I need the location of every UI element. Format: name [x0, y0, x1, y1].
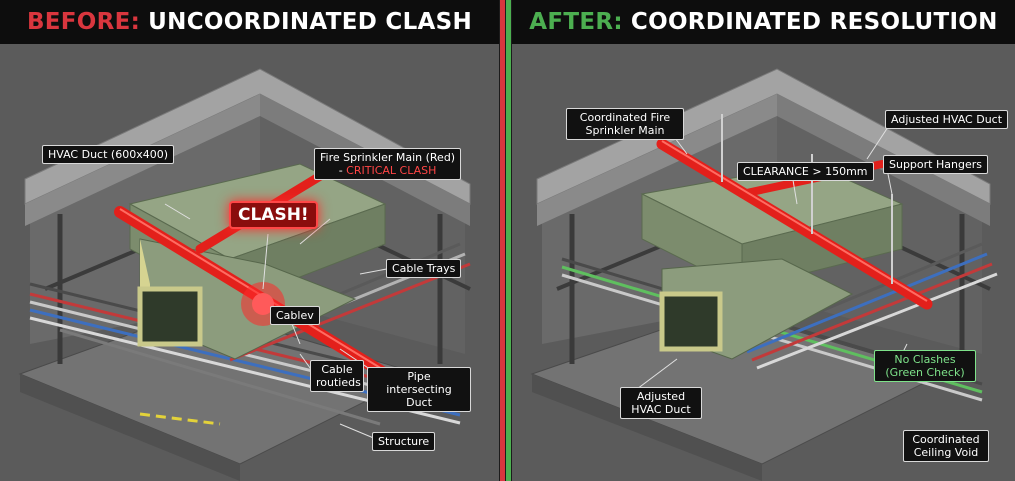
label-cablev: Cablev	[270, 306, 320, 325]
clash-badge: CLASH!	[229, 201, 318, 229]
label-fire-sprinkler-main-text: Fire Sprinkler Main (Red)	[320, 151, 456, 164]
before-panel: BEFORE: UNCOORDINATED CLASH	[0, 0, 499, 481]
label-prefix: -	[338, 164, 347, 177]
label-critical-clash: CRITICAL CLASH	[346, 164, 437, 177]
label-clearance: CLEARANCE > 150mm	[737, 162, 874, 181]
label-coordinated-ceiling-void: Coordinated Ceiling Void	[903, 430, 989, 462]
label-structure: Structure	[372, 432, 436, 451]
label-adjusted-hvac-duct-bottom: Adjusted HVAC Duct	[620, 387, 702, 419]
before-title-rest: UNCOORDINATED CLASH	[148, 9, 473, 35]
after-title-rest: COORDINATED RESOLUTION	[630, 9, 998, 35]
label-cable-trays: Cable Trays	[386, 259, 462, 278]
label-no-clashes: No Clashes (Green Check)	[874, 350, 976, 382]
label-coordinated-fire-sprinkler-main: Coordinated Fire Sprinkler Main	[566, 108, 684, 140]
before-title-lead: BEFORE:	[26, 9, 141, 35]
label-adjusted-hvac-duct-top: Adjusted HVAC Duct	[885, 110, 1009, 129]
label-cable-routieds: Cable routieds	[310, 360, 364, 392]
after-title-lead: AFTER:	[529, 9, 623, 35]
label-hvac-duct: HVAC Duct (600x400)	[42, 145, 174, 164]
before-title: BEFORE: UNCOORDINATED CLASH	[0, 0, 499, 44]
label-pipe-intersecting-duct: Pipe intersecting Duct	[367, 367, 471, 412]
label-fire-sprinkler-main: Fire Sprinkler Main (Red) - CRITICAL CLA…	[314, 148, 462, 180]
divider-green	[506, 0, 511, 481]
label-support-hangers: Support Hangers	[883, 155, 988, 174]
after-title: AFTER: COORDINATED RESOLUTION	[512, 0, 1015, 44]
divider-red	[500, 0, 505, 481]
after-panel: AFTER: COORDINATED RESOLUTION	[512, 0, 1015, 481]
